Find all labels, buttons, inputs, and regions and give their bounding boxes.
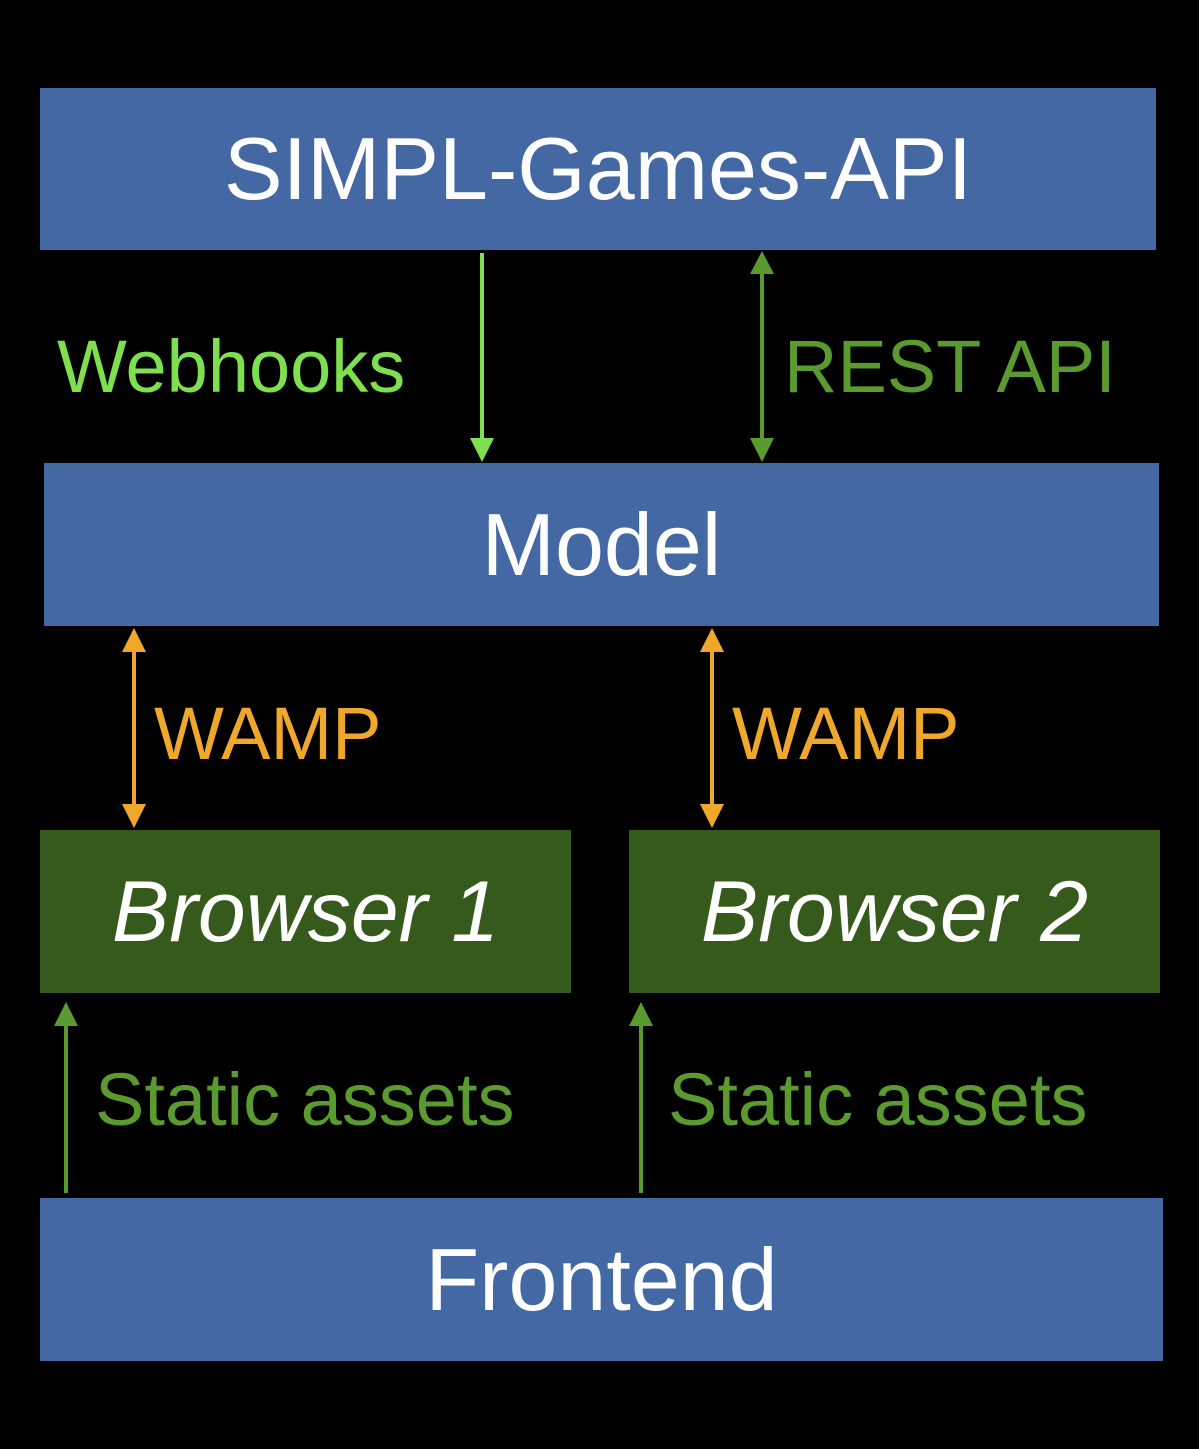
- static-assets-1-arrow: [54, 1002, 78, 1193]
- webhooks-arrow: [470, 253, 494, 462]
- simpl-games-api-label: SIMPL-Games-API: [223, 119, 973, 218]
- browser-2-box: Browser 2: [629, 830, 1160, 993]
- model-label: Model: [481, 494, 722, 594]
- static-assets-1-label: Static assets: [95, 1058, 515, 1141]
- wamp-2-arrow: [700, 628, 724, 828]
- browser-1-label: Browser 1: [111, 863, 500, 960]
- frontend-box: Frontend: [40, 1198, 1163, 1361]
- frontend-label: Frontend: [425, 1229, 778, 1329]
- browser-1-box: Browser 1: [40, 830, 571, 993]
- rest-api-arrow: [750, 251, 774, 462]
- model-box: Model: [44, 463, 1159, 626]
- wamp-1-arrow: [122, 628, 146, 828]
- wamp-1-label: WAMP: [154, 692, 382, 775]
- wamp-2-label: WAMP: [732, 692, 960, 775]
- simpl-games-api-box: SIMPL-Games-API: [40, 88, 1156, 250]
- static-assets-2-arrow: [629, 1002, 653, 1193]
- rest-api-label: REST API: [784, 325, 1116, 408]
- browser-2-label: Browser 2: [700, 863, 1089, 960]
- webhooks-label: Webhooks: [57, 325, 406, 408]
- static-assets-2-label: Static assets: [668, 1058, 1088, 1141]
